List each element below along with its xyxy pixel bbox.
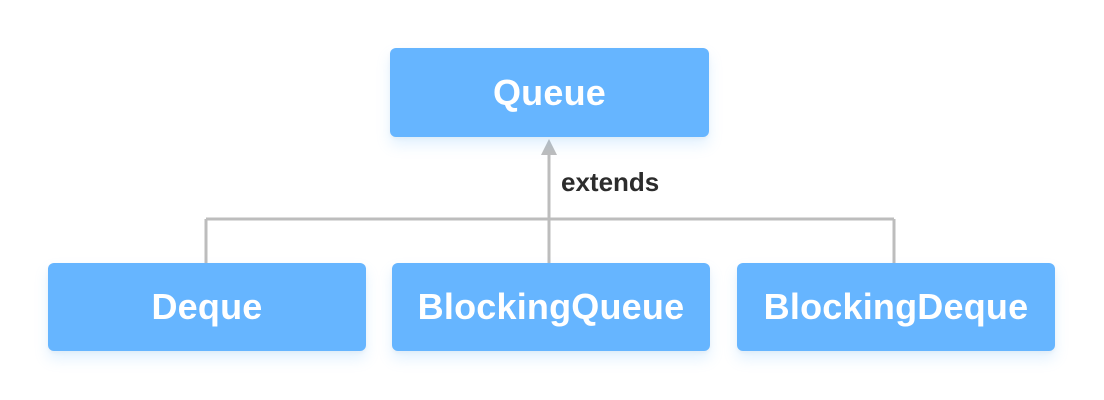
node-queue: Queue: [390, 48, 709, 137]
node-blockingqueue-label: BlockingQueue: [417, 286, 685, 327]
node-deque-label: Deque: [151, 286, 263, 327]
node-blockingqueue: BlockingQueue: [392, 263, 710, 351]
node-blockingdeque-label: BlockingDeque: [763, 286, 1029, 327]
node-deque: Deque: [48, 263, 366, 351]
node-queue-label: Queue: [492, 71, 607, 113]
relationship-label: extends: [561, 167, 660, 197]
arrowhead: [541, 139, 557, 155]
node-blockingdeque: BlockingDeque: [737, 263, 1055, 351]
